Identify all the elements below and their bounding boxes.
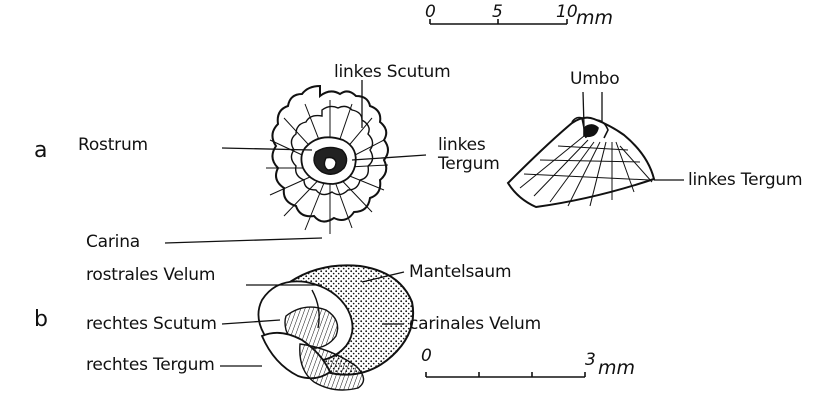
panel-label-b: b: [34, 309, 48, 331]
label-linkes-scutum: linkes Scutum: [334, 64, 451, 81]
scale-bottom-tick-3: 3: [585, 352, 596, 369]
label-rechtes-scutum: rechtes Scutum: [86, 316, 217, 333]
scale-bottom-unit: mm: [598, 359, 635, 378]
label-rostrum: Rostrum: [78, 137, 148, 154]
scale-top-unit: mm: [576, 9, 613, 28]
barnacle-top-view: [266, 86, 388, 234]
scale-top-tick-0: 0: [425, 4, 436, 21]
label-carinales-velum: carinales Velum: [409, 316, 541, 333]
scale-bottom-tick-0: 0: [421, 348, 432, 365]
label-linkes: linkes: [438, 137, 486, 154]
label-mantelsaum: Mantelsaum: [409, 264, 511, 281]
label-umbo: Umbo: [570, 71, 619, 88]
scale-top-tick-10: 10: [556, 4, 578, 21]
label-rostrales-velum: rostrales Velum: [86, 267, 215, 284]
label-linkes-tergum-side: linkes Tergum: [688, 172, 802, 189]
label-rechtes-tergum: rechtes Tergum: [86, 357, 215, 374]
panel-label-a: a: [34, 140, 47, 162]
label-carina: Carina: [86, 234, 140, 251]
barnacle-b-view: [258, 265, 413, 390]
label-tergum: Tergum: [438, 156, 500, 173]
barnacle-side-view: [508, 118, 654, 208]
scale-bar-bottom: [426, 372, 585, 377]
scale-top-tick-5: 5: [492, 4, 503, 21]
